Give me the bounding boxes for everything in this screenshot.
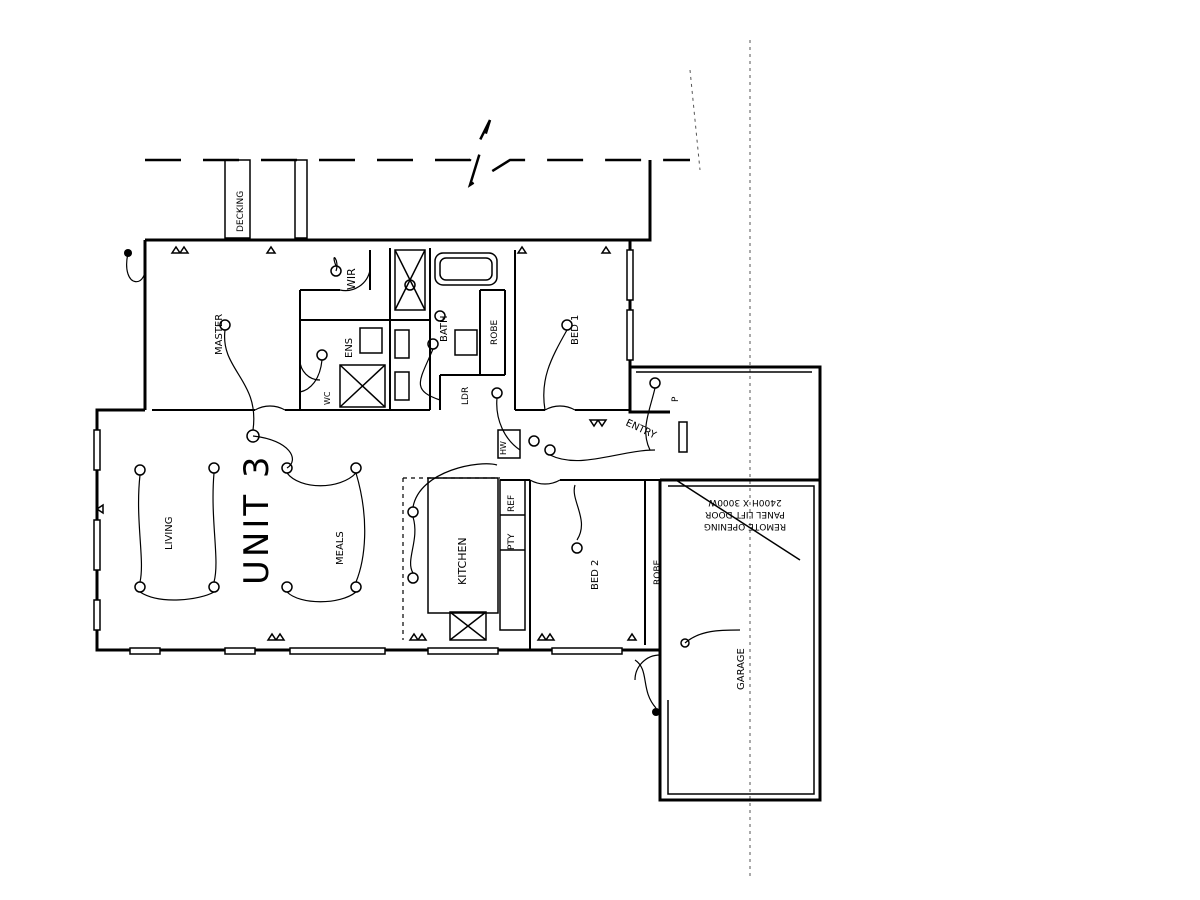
- windows: [93, 249, 688, 655]
- unit-title: UNIT 3: [237, 453, 277, 585]
- room-label-wir: WIR: [345, 268, 358, 290]
- room-label-bed2: BED 2: [590, 560, 601, 590]
- hw-label: HW: [499, 441, 508, 455]
- boundary-lines: [145, 40, 751, 880]
- room-labels: WIR MASTER ENS BATH ROBE BED 1 LDR WC LI…: [164, 268, 663, 590]
- p-label: P: [671, 396, 681, 402]
- room-label-ref: REF: [507, 495, 517, 512]
- door-swings: [254, 269, 661, 681]
- room-label-garage: GARAGE: [736, 648, 747, 690]
- room-label-meals: MEALS: [335, 531, 346, 565]
- room-label-decking: DECKING: [236, 191, 246, 232]
- room-label-wc: WC: [323, 391, 332, 405]
- garage-door-label-2: PANEL LIFT DOOR: [705, 509, 785, 519]
- room-label-bed1: BED 1: [570, 315, 581, 345]
- interior-walls: [152, 248, 660, 650]
- room-label-living: LIVING: [164, 516, 175, 550]
- room-label-robe-top: ROBE: [490, 319, 500, 345]
- room-label-master: MASTER: [214, 314, 225, 355]
- garage-door-label-3: REMOTE OPENING: [704, 521, 786, 531]
- decking-area: DECKING: [224, 159, 308, 239]
- power-points: [95, 245, 638, 641]
- room-label-kitchen: KITCHEN: [456, 537, 469, 585]
- room-label-entry: ENTRY: [624, 418, 659, 442]
- kitchen-fixtures: [402, 429, 526, 641]
- garage: 2400H X 3000W PANEL LIFT DOOR REMOTE OPE…: [630, 365, 822, 802]
- garage-door-label-1: 2400H X 3000W: [708, 497, 781, 507]
- room-label-robe-bottom: ROBE: [653, 559, 663, 585]
- room-label-pty: PTY: [507, 533, 517, 550]
- room-label-bath: BATH: [439, 315, 450, 342]
- wiring: [126, 252, 741, 709]
- room-label-ldr: LDR: [461, 387, 471, 405]
- bath-fixtures: [339, 249, 498, 408]
- room-label-ens: ENS: [344, 338, 355, 358]
